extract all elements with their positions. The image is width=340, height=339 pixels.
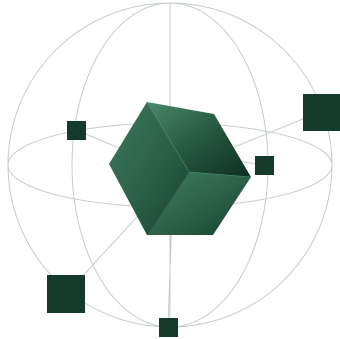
node-lower-left [47,275,85,313]
node-bottom [159,318,178,337]
node-right [255,156,274,175]
node-upper-right [303,94,340,131]
central-cube [109,102,251,235]
node-upper-left [67,121,86,140]
